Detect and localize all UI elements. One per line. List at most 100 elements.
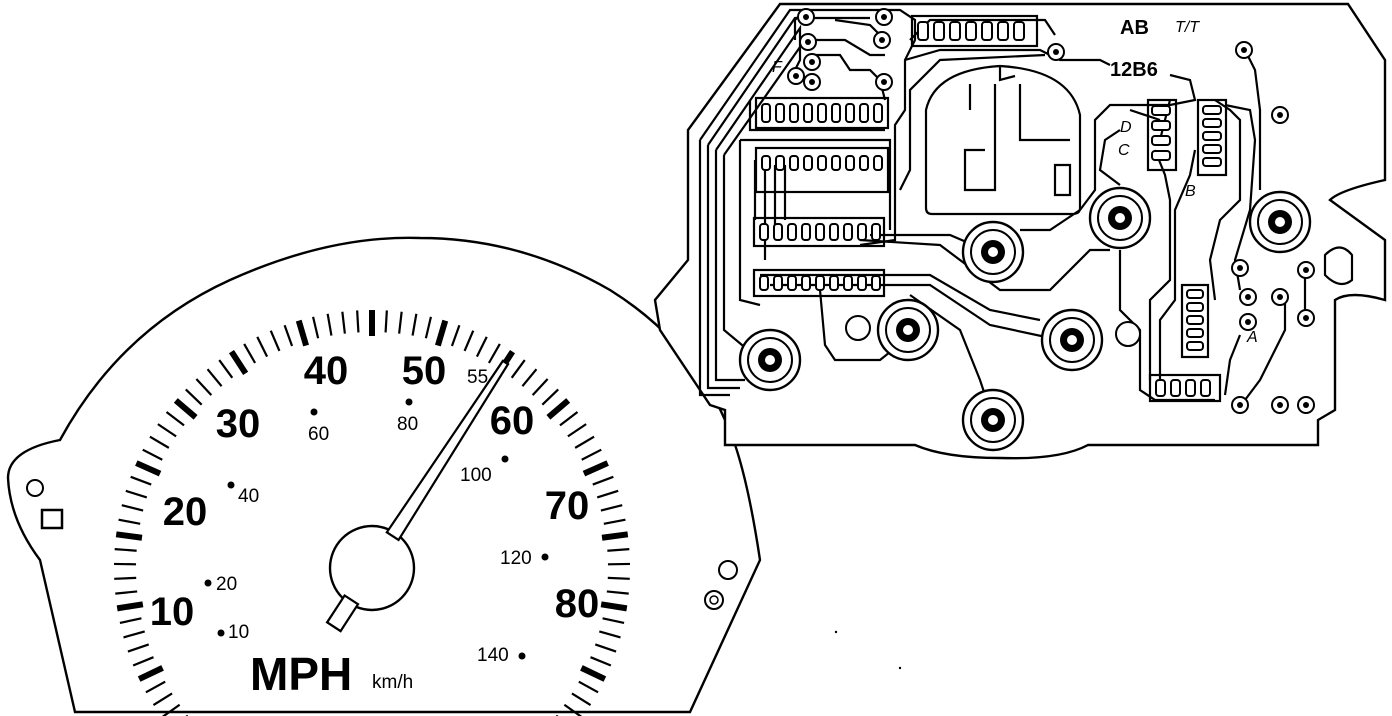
- connector-pin: [871, 275, 881, 291]
- connector-pin: [761, 155, 771, 171]
- connector-pin: [1170, 379, 1181, 397]
- tick-mark: [600, 504, 623, 512]
- tick-mark: [450, 324, 461, 347]
- connector-pin: [815, 223, 825, 241]
- speedometer-needle: [325, 359, 510, 633]
- tick-mark: [594, 643, 617, 653]
- tick-mark: [398, 311, 403, 334]
- bulb-socket-center: [1067, 335, 1077, 345]
- tick-mark: [115, 590, 138, 595]
- tick-mark: [531, 378, 549, 396]
- connector-pin: [759, 223, 769, 241]
- mount-hole-right-2: [704, 590, 724, 610]
- speedometer-outline: [6, 236, 762, 714]
- board-tab: [1323, 246, 1354, 286]
- connector-pin: [831, 103, 841, 123]
- bulb-socket-center: [903, 325, 913, 335]
- label-f: F: [772, 59, 783, 76]
- connector-pin: [981, 21, 993, 41]
- connector-pin: [949, 21, 961, 41]
- connector-pin: [843, 275, 853, 291]
- tick-mark: [582, 460, 609, 477]
- bulb-sockets: [738, 186, 1312, 452]
- connector-pin: [829, 223, 839, 241]
- tick-mark: [606, 590, 629, 595]
- connector-pin: [1151, 135, 1171, 146]
- connector-pin: [917, 21, 929, 41]
- tick-mark: [435, 319, 449, 347]
- solder-pad-hole: [1303, 267, 1309, 273]
- kmh-label-40: 40: [238, 486, 259, 507]
- solder-pad-hole: [809, 59, 815, 65]
- tick-mark: [574, 435, 595, 449]
- solder-pad-hole: [1277, 402, 1283, 408]
- bulb-socket-center: [1275, 217, 1285, 227]
- solder-pad-hole: [1245, 294, 1251, 300]
- solder-pad-hole: [1277, 294, 1283, 300]
- tick-mark: [152, 692, 173, 707]
- tick-mark: [228, 349, 249, 376]
- label-code: 12B6: [1110, 59, 1158, 81]
- connector-pin: [1151, 150, 1171, 161]
- kmh-label-80: 80: [397, 414, 418, 435]
- kmh-dot-40: [227, 481, 235, 489]
- tick-mark: [563, 703, 583, 716]
- solder-pad-hole: [1303, 402, 1309, 408]
- tick-mark: [295, 319, 309, 347]
- tick-mark: [185, 388, 203, 406]
- tick-mark: [118, 518, 141, 525]
- tick-mark: [283, 324, 294, 347]
- connector-blocks: [752, 14, 1228, 403]
- connector-pin: [1186, 341, 1204, 351]
- tick-mark: [121, 504, 144, 512]
- tick-mark: [326, 313, 333, 336]
- connector-pin: [1202, 105, 1222, 115]
- kmh-dot-80: [405, 398, 413, 406]
- unit-kmh: km/h: [372, 672, 413, 693]
- tick-mark: [173, 398, 198, 420]
- connector-pin: [773, 223, 783, 241]
- tick-mark: [487, 343, 501, 364]
- tick-mark: [116, 601, 144, 612]
- kmh-label-140: 140: [477, 645, 509, 666]
- tick-mark: [130, 475, 152, 486]
- tick-marks: [114, 310, 630, 716]
- tick-mark: [161, 703, 181, 716]
- tick-mark: [567, 423, 587, 438]
- connector-pin: [815, 275, 825, 291]
- connector-pin: [859, 155, 869, 171]
- kmh-label-20: 20: [216, 574, 237, 595]
- solder-pad-hole: [809, 79, 815, 85]
- bulb-socket-center: [988, 247, 998, 257]
- tick-mark: [125, 489, 148, 499]
- mount-hole-left: [26, 479, 44, 497]
- connector-pin: [933, 21, 945, 41]
- label-a: A: [1246, 329, 1258, 346]
- solder-pad-hole: [805, 39, 811, 45]
- connector-pin: [787, 223, 797, 241]
- mph-label-60: 60: [490, 399, 535, 443]
- tick-mark: [581, 448, 602, 461]
- connector-pin: [1186, 302, 1204, 312]
- connector-pin: [1186, 328, 1204, 338]
- tick-mark: [521, 368, 538, 387]
- connector-pin: [817, 155, 827, 171]
- tick-mark: [580, 665, 607, 682]
- tick-mark: [218, 359, 234, 379]
- tick-mark: [602, 617, 625, 625]
- tick-mark: [603, 518, 626, 525]
- connector-pin: [1202, 118, 1222, 128]
- connector-pin: [1202, 144, 1222, 154]
- connector-pin: [845, 155, 855, 171]
- connector-pin: [1013, 21, 1025, 41]
- tick-mark: [599, 630, 621, 639]
- bulb-socket-center: [1115, 213, 1125, 223]
- connector-pin: [857, 275, 867, 291]
- tick-mark: [114, 576, 137, 580]
- label-d: D: [1120, 119, 1132, 136]
- solder-pad-hole: [1277, 112, 1283, 118]
- connector-pin: [843, 223, 853, 241]
- connector-pin: [761, 103, 771, 123]
- board-mount-hole-2: [1115, 321, 1141, 347]
- solder-pad-hole: [1237, 265, 1243, 271]
